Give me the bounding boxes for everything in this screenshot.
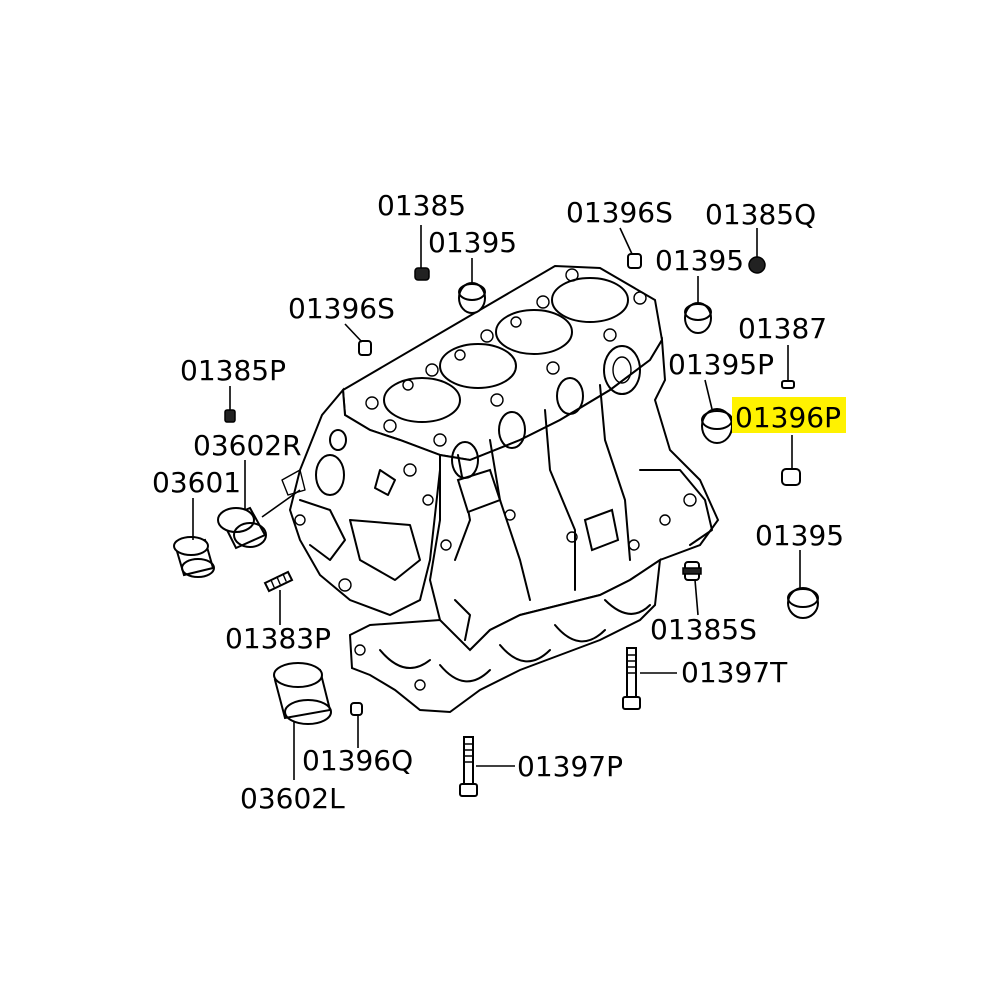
label-01397p: 01397P <box>517 750 623 783</box>
label-01396s-b: 01396S <box>288 292 395 325</box>
label-01383p: 01383P <box>225 622 331 655</box>
label-01396q: 01396Q <box>302 744 413 777</box>
plug-01385p <box>224 409 236 423</box>
engine-block-illustration <box>281 264 720 714</box>
expansion-plug-01395p <box>701 408 733 444</box>
leader-lines <box>192 225 801 780</box>
label-03601: 03601 <box>152 466 241 499</box>
bolt-01397t <box>622 647 641 710</box>
label-01385q: 01385Q <box>705 198 816 231</box>
label-03602l: 03602L <box>240 782 345 815</box>
pin-01387 <box>781 380 795 389</box>
plug-01385 <box>414 267 430 281</box>
bearing-03601 <box>173 536 215 578</box>
label-01396p: 01396P <box>735 401 841 434</box>
label-01385: 01385 <box>377 189 466 222</box>
label-01395-b: 01395 <box>655 244 744 277</box>
label-01396s-a: 01396S <box>566 196 673 229</box>
label-01387: 01387 <box>738 312 827 345</box>
expansion-plug-01395-a <box>458 282 486 314</box>
label-01395-a: 01395 <box>428 226 517 259</box>
dowel-01396p <box>781 468 801 486</box>
expansion-plug-01395-b <box>684 302 712 334</box>
stud-01383p <box>263 570 294 593</box>
highlight-box <box>732 397 846 433</box>
bearing-03602l <box>273 662 332 725</box>
plug-01385s <box>682 561 702 581</box>
bearing-03602r <box>217 506 267 550</box>
label-01395p: 01395P <box>668 348 774 381</box>
plug-01385q <box>748 256 766 274</box>
bolt-01397p <box>459 736 478 797</box>
label-01395-c: 01395 <box>755 519 844 552</box>
expansion-plug-01395-c <box>787 587 819 619</box>
dowel-01396s-b <box>358 340 372 356</box>
part-labels: 01385 01395 01396S 01385Q 01395 01396S 0… <box>152 189 844 815</box>
dowel-01396q <box>350 702 363 716</box>
label-01385p: 01385P <box>180 354 286 387</box>
dowel-01396s-a <box>627 253 642 269</box>
label-03602r: 03602R <box>193 429 302 462</box>
label-01397t: 01397T <box>681 656 788 689</box>
label-01385s: 01385S <box>650 613 757 646</box>
